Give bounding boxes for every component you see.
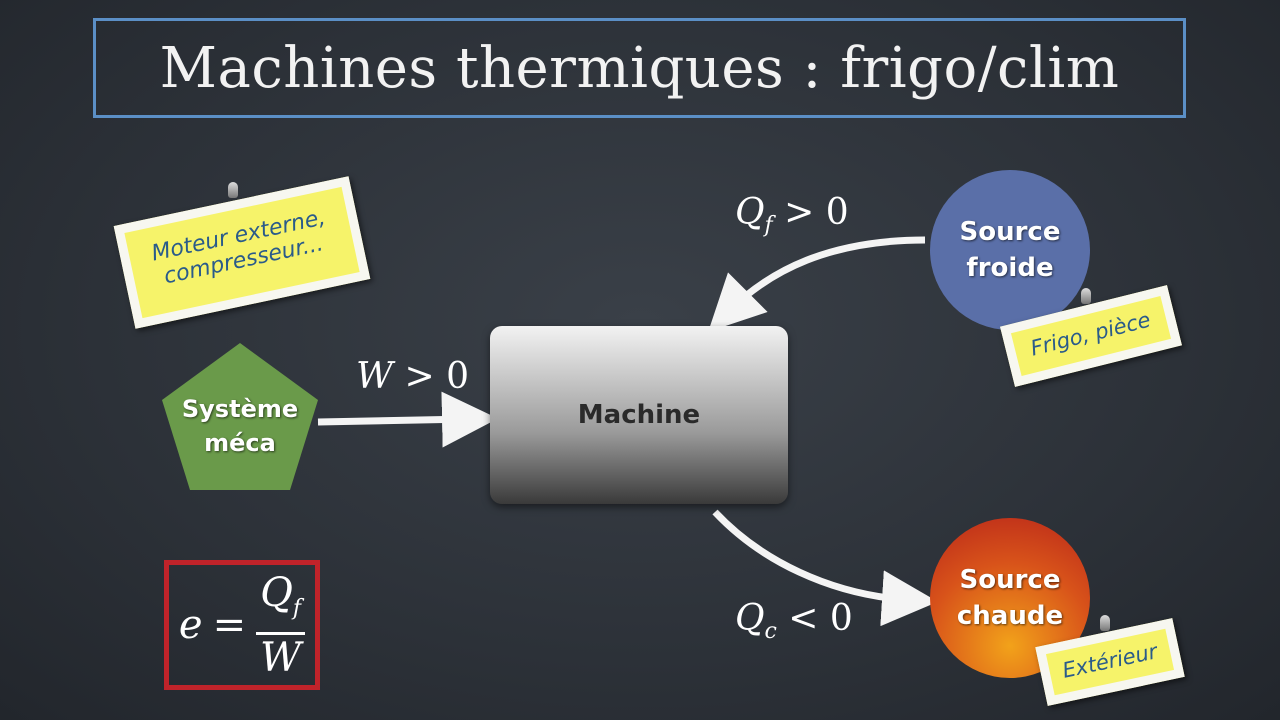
mech-line2: méca (204, 429, 276, 457)
pin-icon (1100, 615, 1110, 631)
qc-rel: < 0 (788, 598, 853, 639)
mech-pentagon (162, 343, 318, 490)
w-symbol: W (356, 356, 394, 397)
note-hot-text: Extérieur (1060, 639, 1160, 683)
qc-sub: c (764, 619, 777, 645)
cold-line2: froide (966, 253, 1054, 283)
machine-label: Machine (577, 400, 701, 430)
formula-num: Q (260, 569, 293, 616)
note-motor-text: Moteur externe, compresseur... (149, 205, 328, 290)
arrow-qc (712, 509, 938, 627)
formula-den: W (260, 634, 302, 681)
qf-rel: > 0 (784, 192, 849, 233)
mech-line1: Système (181, 395, 299, 423)
slide-title: Machines thermiques : frigo/clim (159, 35, 1120, 101)
formula-lhs: e (178, 602, 203, 648)
hot-line2: chaude (956, 601, 1064, 631)
label-w: W > 0 (356, 356, 469, 397)
pin-icon (1081, 288, 1091, 304)
formula-eq: = (212, 602, 247, 648)
qf-sub: f (764, 213, 773, 239)
w-rel: > 0 (404, 356, 469, 397)
title-frame: Machines thermiques : frigo/clim (93, 18, 1186, 118)
arrow-w (317, 391, 498, 448)
formula-num-sub: f (292, 595, 302, 621)
node-cold-source: Source froide (930, 170, 1090, 330)
label-qc: Qc < 0 (735, 598, 853, 644)
note-cold-text: Frigo, pièce (1028, 307, 1153, 361)
cold-line1: Source (959, 217, 1061, 247)
hot-line1: Source (959, 565, 1061, 595)
qf-symbol: Q (735, 192, 765, 233)
label-qf: Qf > 0 (735, 192, 849, 238)
qc-symbol: Q (735, 598, 765, 639)
arrow-qf (708, 236, 926, 332)
formula-box: e = Qf W (164, 560, 320, 690)
node-mech: Système méca (162, 392, 318, 460)
pin-icon (228, 182, 238, 198)
node-machine: Machine (490, 326, 788, 504)
